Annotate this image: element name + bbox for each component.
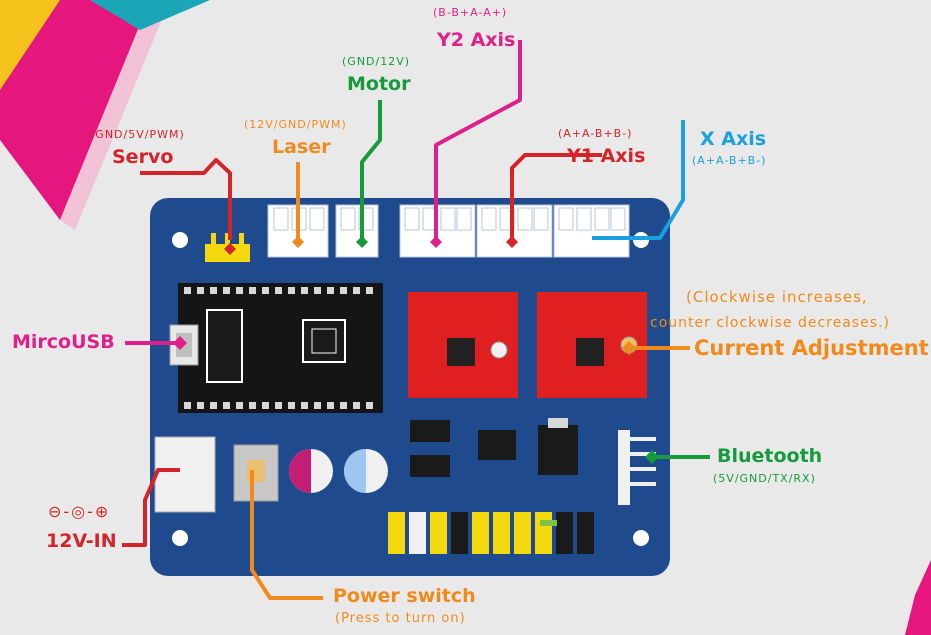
laser-pins: (12V/GND/PWM) xyxy=(244,118,347,131)
motor-leader xyxy=(360,100,382,238)
bluetooth-pins: (5V/GND/TX/RX) xyxy=(713,472,816,485)
x-leader xyxy=(592,120,685,240)
decorative-corner-right xyxy=(905,560,931,635)
current-adjustment-label: Current Adjustment xyxy=(694,336,929,360)
motor-label: Motor xyxy=(347,73,411,95)
y1-axis-pins: (A+A-B+B-) xyxy=(558,127,633,140)
controller-board xyxy=(178,283,383,413)
micro-usb-label: MircoUSB xyxy=(12,331,115,353)
chip-icon xyxy=(302,319,346,363)
servo-label: Servo xyxy=(112,146,174,168)
dc-jack xyxy=(154,436,216,513)
y2-axis-label: Y2 Axis xyxy=(437,29,516,51)
smd-components xyxy=(410,418,578,477)
bluetooth-label: Bluetooth xyxy=(717,445,823,467)
power-switch-label: Power switch xyxy=(333,585,476,607)
power-switch-button xyxy=(233,444,279,502)
x-axis-label: X Axis xyxy=(700,128,767,150)
y2-axis-pins: (B-B+A-A+) xyxy=(433,6,508,19)
motor-pins: (GND/12V) xyxy=(342,55,411,68)
servo-header xyxy=(205,233,250,262)
motor-connector xyxy=(335,204,379,258)
power-in-label: 12V-IN xyxy=(46,530,117,552)
current-adjustment-note-1: (Clockwise increases, xyxy=(686,288,868,306)
x-axis-pins: (A+A-B+B-) xyxy=(692,154,767,167)
decorative-corner-left xyxy=(0,0,170,230)
power-switch-leader xyxy=(250,470,323,600)
bluetooth-header xyxy=(618,430,656,505)
endpoint-markers xyxy=(173,236,659,464)
current-adjustment-note-2: counter clockwise decreases.) xyxy=(650,315,890,331)
decorative-corner-top xyxy=(90,0,210,30)
dc-polarity-symbol: ⊖-◎-⊕ xyxy=(48,502,111,521)
laser-label: Laser xyxy=(272,136,331,158)
y1-axis-label: Y1 Axis xyxy=(567,145,646,167)
power-in-leader xyxy=(122,468,180,547)
connectors xyxy=(267,204,630,258)
power-switch-note: (Press to turn on) xyxy=(335,611,466,626)
capacitors xyxy=(289,449,388,493)
servo-pins: (GND/5V/PWM) xyxy=(90,128,185,141)
y1-leader xyxy=(510,153,602,240)
resistor-strip xyxy=(388,512,594,554)
y2-leader xyxy=(434,40,522,240)
servo-leader xyxy=(140,158,232,240)
